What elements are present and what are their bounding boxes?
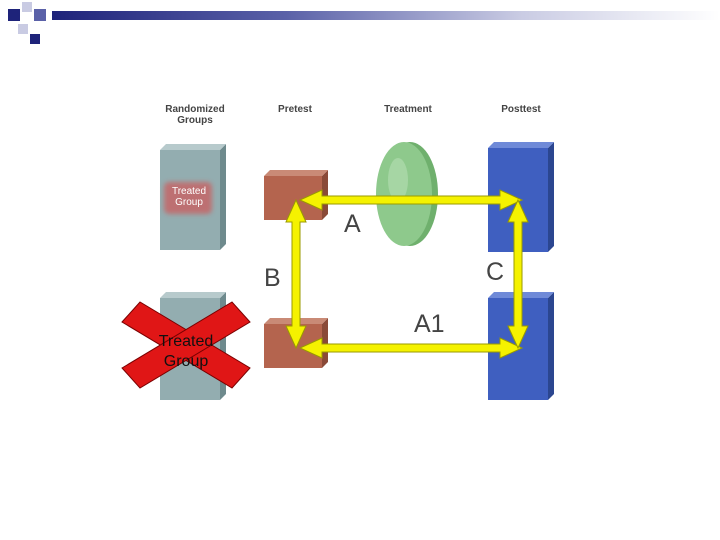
header-gradient-bar [52,11,720,20]
header-treatment: Treatment [384,104,432,115]
decor-square-light [18,24,28,34]
treated-group-label-top: Treated Group [168,186,210,208]
treated-bottom-line1: Treated [158,333,214,350]
decor-square-mid [34,9,46,21]
header-pretest: Pretest [278,104,312,115]
header-decoration [0,0,60,50]
red-cross-out [121,301,251,389]
arrow-a [298,189,524,211]
treatment-lens [376,142,438,246]
treated-top-line2: Group [175,197,203,208]
treated-group-label-bottom: Treated Group [132,332,240,372]
treated-bottom-line2: Group [163,353,209,370]
header-randomized-groups: Randomized Groups [150,104,240,126]
decor-square-navy [8,9,20,21]
decor-square-navy [30,34,40,44]
header-randomized-line1: Randomized [165,104,225,115]
treated-group-box-top [160,144,226,250]
path-label-a: A [344,210,361,238]
treated-top-line1: Treated [171,186,207,197]
header-randomized-line2: Groups [177,115,213,126]
path-label-b: B [264,264,281,292]
arrow-c [507,198,529,350]
arrow-a1 [298,337,524,359]
header-posttest: Posttest [501,104,541,115]
path-label-a1: A1 [414,310,445,338]
arrow-b [285,198,307,350]
decor-square-light [22,2,32,12]
path-label-c: C [486,258,505,286]
